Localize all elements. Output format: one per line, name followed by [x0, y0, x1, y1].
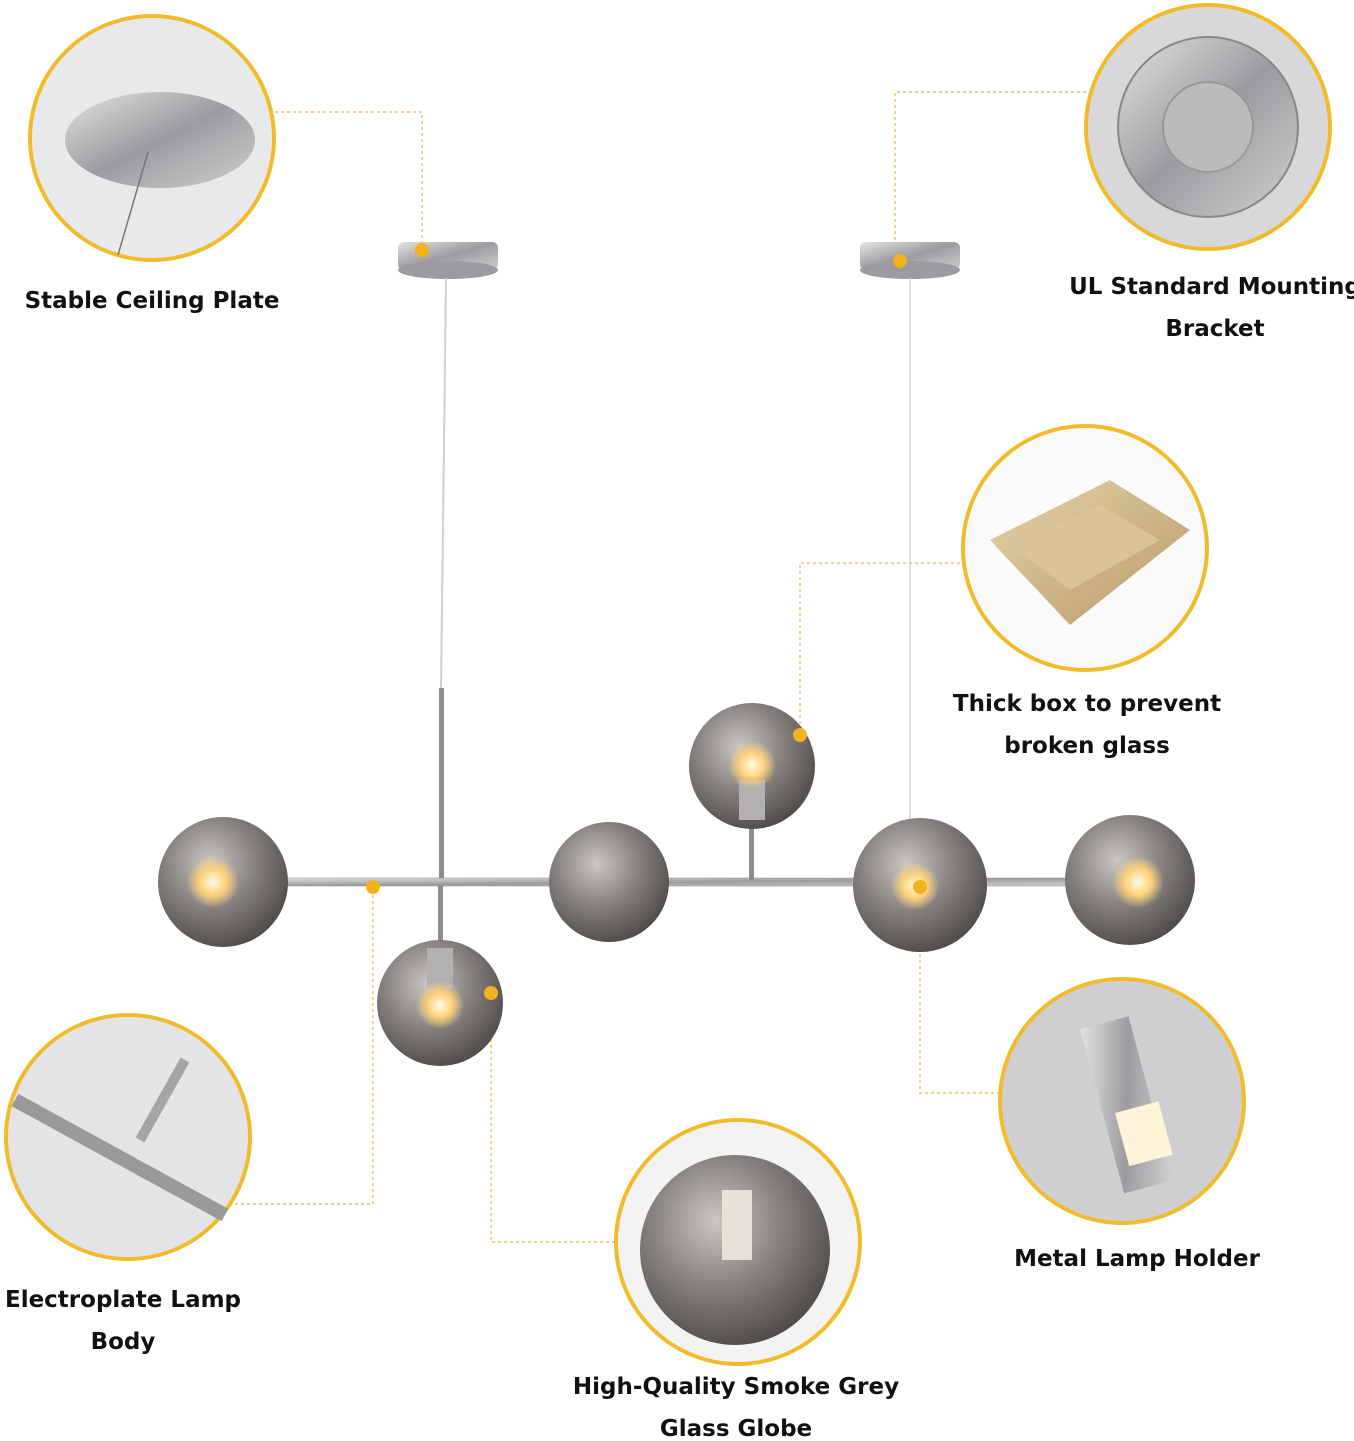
leader-line-globe	[490, 993, 615, 1243]
label-line: Metal Lamp Holder	[1014, 1246, 1260, 1272]
leader-line-ceiling-plate	[275, 111, 423, 250]
detail-lamp-body	[4, 1013, 252, 1261]
callout-label-lamp-holder: Metal Lamp Holder	[1014, 1238, 1260, 1280]
glass-globe	[158, 817, 288, 947]
callout-label-ceiling-plate: Stable Ceiling Plate	[25, 280, 280, 322]
ceiling-plate-right	[860, 242, 960, 279]
leader-line-box	[799, 562, 960, 735]
label-line: UL Standard Mounting	[1069, 274, 1354, 300]
detail-glass-globe	[614, 1118, 862, 1366]
glass-globe	[549, 822, 669, 942]
glass-globe	[1065, 815, 1195, 945]
leader-line-bracket	[894, 91, 1086, 260]
label-line: Stable Ceiling Plate	[24, 288, 280, 314]
label-line: broken glass	[1004, 733, 1170, 759]
glass-globe	[689, 703, 815, 829]
leader-lines	[235, 91, 1086, 1243]
label-line: Electroplate Lamp	[4, 1287, 242, 1313]
label-line: Body	[90, 1329, 156, 1355]
leader-line-lamp-body	[235, 887, 374, 1205]
detail-ceiling-plate	[28, 14, 276, 262]
suspension-wire	[440, 277, 447, 691]
label-line: Bracket	[1165, 316, 1265, 342]
label-line: Thick box to prevent	[952, 691, 1222, 717]
detail-mounting-bracket	[1084, 3, 1332, 251]
detail-lamp-holder	[998, 977, 1246, 1225]
label-line: High-Quality Smoke Grey	[572, 1374, 900, 1400]
callout-label-thick-box: Thick box to prevent broken glass	[953, 683, 1221, 767]
glass-globe	[377, 940, 503, 1066]
label-line: Glass Globe	[659, 1416, 813, 1441]
down-rod	[439, 688, 444, 883]
detail-thick-box	[961, 424, 1209, 672]
callout-dots	[366, 243, 927, 1000]
leader-line-holder	[919, 887, 1000, 1094]
ceiling-plate-left	[398, 242, 498, 279]
